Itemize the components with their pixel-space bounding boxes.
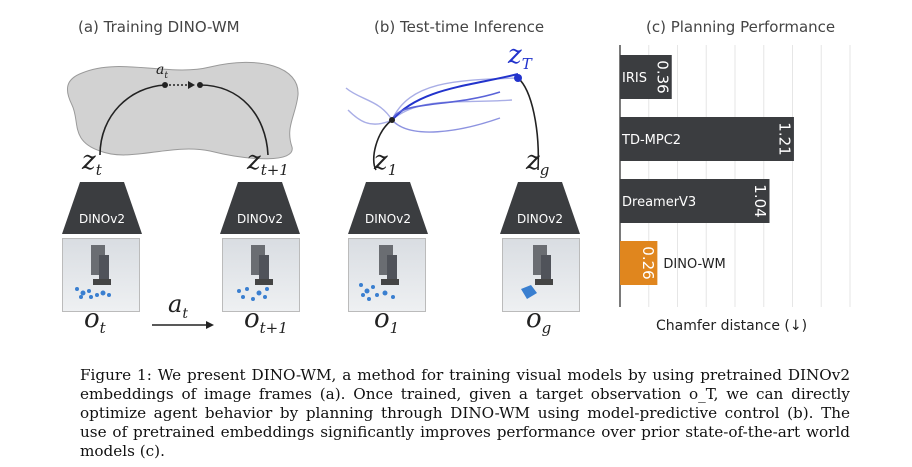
observation-frame <box>222 238 300 312</box>
observation-frame <box>62 238 140 312</box>
figure-caption: Figure 1: We present DINO-WM, a method f… <box>80 366 850 461</box>
encoder-label: DINOv2 <box>79 212 125 226</box>
category-label: DreamerV3 <box>622 195 696 210</box>
panel-c-title: (c) Planning Performance <box>646 18 836 36</box>
encoder-a-right: DINOv2 <box>220 182 300 234</box>
action-bottom-label: at <box>168 290 188 322</box>
bar-dino-wm <box>620 241 658 285</box>
z-1-label: z1 <box>374 146 398 180</box>
chart-xlabel: Chamfer distance (↓) <box>656 318 808 334</box>
z-t-label: zt <box>82 146 102 180</box>
latent-space-blob <box>66 61 299 160</box>
encoder-label: DINOv2 <box>237 212 283 226</box>
encoder-b-right: DINOv2 <box>500 182 580 234</box>
value-label: 1.04 <box>751 184 769 217</box>
encoder-label: DINOv2 <box>365 212 411 226</box>
value-label: 1.21 <box>775 122 793 155</box>
category-label: DINO-WM <box>663 257 725 272</box>
o-1-label: o1 <box>374 304 400 338</box>
z-t1-label: zt+1 <box>247 146 289 180</box>
panel-a-title: (a) Training DINO-WM <box>78 18 240 36</box>
encoder-b-left: DINOv2 <box>348 182 428 234</box>
value-label: 0.26 <box>639 246 657 279</box>
z-g-label: zg <box>526 146 550 180</box>
action-arrow <box>152 321 214 329</box>
o-g-label: og <box>526 304 552 338</box>
bar-iris <box>620 55 672 99</box>
o-t1-label: ot+1 <box>244 304 288 338</box>
planning-trajectories <box>345 73 540 171</box>
category-label: TD-MPC2 <box>621 133 681 148</box>
bar-dreamerv3 <box>620 179 770 223</box>
panel-b-title: (b) Test-time Inference <box>374 18 545 36</box>
encoder-a-left: DINOv2 <box>62 182 142 234</box>
action-top-label: at <box>156 62 168 81</box>
caption-text: We present DINO-WM, a method for trainin… <box>80 366 850 460</box>
z-T-label: zT <box>508 40 532 74</box>
o-t-label: ot <box>84 304 106 338</box>
value-label: 0.36 <box>653 60 671 93</box>
caption-prefix: Figure 1: <box>80 366 158 384</box>
observation-frame <box>348 238 426 312</box>
encoder-label: DINOv2 <box>517 212 563 226</box>
goal-frame <box>502 238 580 312</box>
category-label: IRIS <box>622 71 647 86</box>
bar-td-mpc2 <box>620 117 794 161</box>
